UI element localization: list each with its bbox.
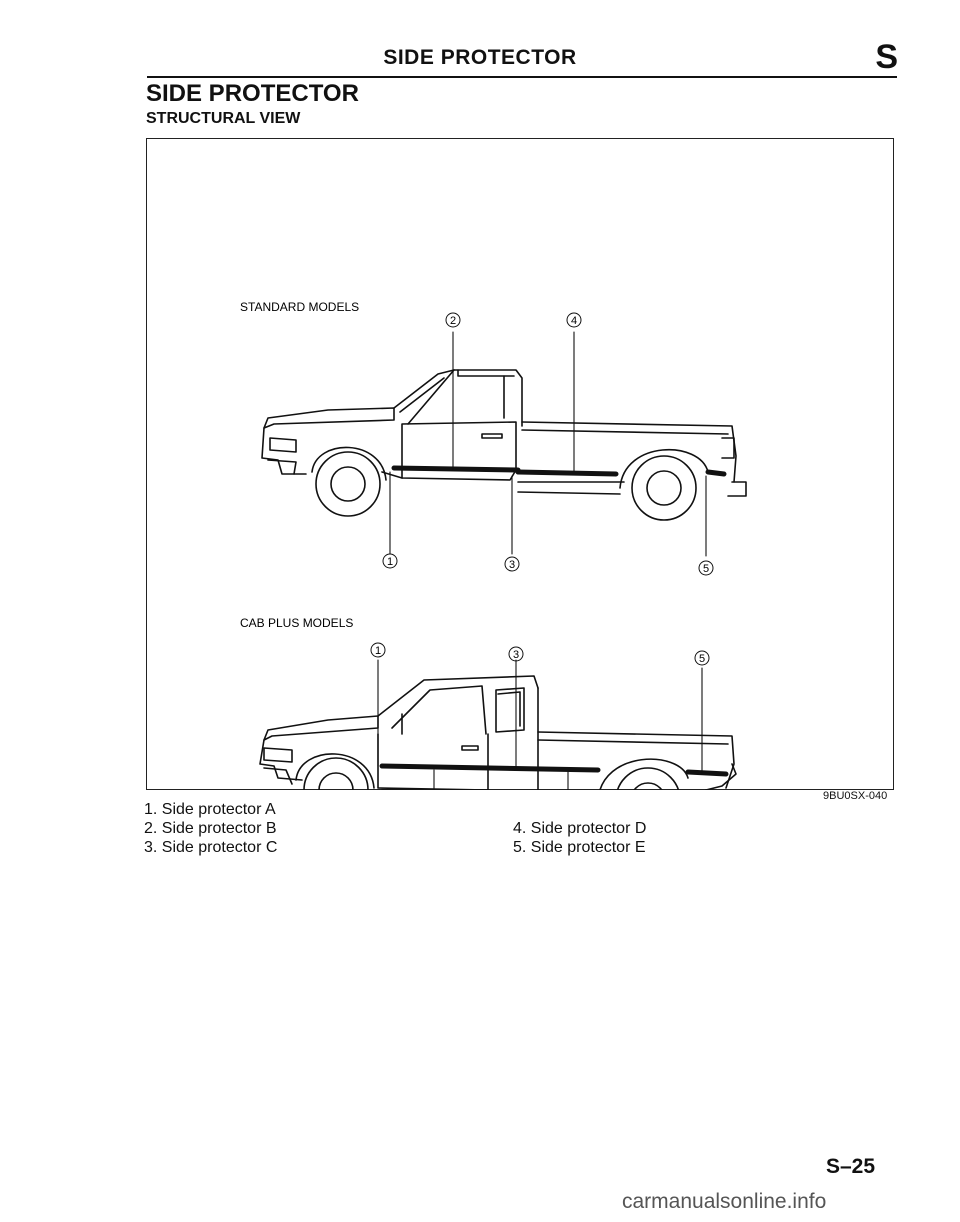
- cabplus-leader-lines: [377, 659, 703, 790]
- header-rule: [147, 76, 897, 78]
- standard-models-label: STANDARD MODELS: [240, 300, 359, 314]
- standard-model-truck: [261, 369, 747, 521]
- callout-4-standard: 4: [571, 315, 577, 327]
- callout-circles: [370, 312, 714, 666]
- legend-left: 1. Side protector A 2. Side protector B …: [144, 800, 277, 857]
- legend-item-2: 2. Side protector B: [144, 820, 277, 837]
- section-title: STRUCTURAL VIEW: [146, 110, 301, 127]
- callout-5-cabplus: 5: [699, 653, 705, 665]
- figure-code: 9BU0SX-040: [823, 790, 888, 802]
- cabplus-model-truck: [259, 675, 737, 790]
- legend-item-5: 5. Side protector E: [513, 839, 646, 856]
- group-letter: S: [875, 38, 898, 76]
- callout-1-cabplus: 1: [375, 645, 381, 657]
- standard-leader-lines: [389, 331, 707, 557]
- page-number: S–25: [826, 1155, 876, 1178]
- running-header: SIDE PROTECTOR: [383, 46, 577, 69]
- legend-item-1: 1. Side protector A: [144, 801, 276, 818]
- callout-1-standard: 1: [387, 556, 393, 568]
- callout-3-standard: 3: [509, 559, 515, 571]
- callout-2-standard: 2: [450, 315, 456, 327]
- watermark: carmanualsonline.info: [622, 1190, 827, 1213]
- callout-3-cabplus: 3: [513, 649, 519, 661]
- cabplus-models-label: CAB PLUS MODELS: [240, 616, 353, 630]
- structural-view-diagram: STANDARD MODELS CAB PLUS MODELS 2 4 1 3 …: [240, 300, 747, 790]
- legend-item-3: 3. Side protector C: [144, 839, 278, 856]
- diagram-frame: [146, 138, 894, 790]
- legend-right: 4. Side protector D 5. Side protector E: [513, 819, 646, 857]
- callout-5-standard: 5: [703, 563, 709, 575]
- page-title: SIDE PROTECTOR: [146, 80, 359, 107]
- legend-item-4: 4. Side protector D: [513, 820, 647, 837]
- callout-numbers: 2 4 1 3 5 1 3 5 2 4: [375, 315, 709, 665]
